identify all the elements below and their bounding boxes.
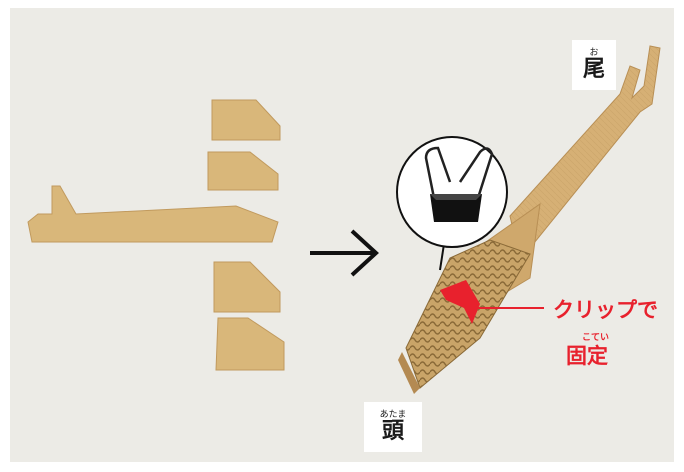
tail-text: 尾 <box>582 57 605 82</box>
leg-piece-4 <box>215 317 285 371</box>
tail-ruby: お <box>589 48 599 58</box>
arrow-right-icon <box>310 229 379 277</box>
leg-piece-2 <box>207 151 279 191</box>
tail-label: お 尾 <box>572 40 616 90</box>
head-text: 頭 <box>381 419 404 444</box>
illustration-stage: お 尾 あたま 頭 クリップで こてい 固定 <box>10 8 674 462</box>
callout-ruby: こてい <box>582 333 610 343</box>
head-label: あたま 頭 <box>364 402 422 452</box>
assembly-illustration <box>27 45 661 394</box>
leg-piece-3 <box>213 261 281 313</box>
leg-piece-1 <box>211 99 281 141</box>
head-ruby: あたま <box>379 410 407 420</box>
body-piece <box>27 185 279 243</box>
callout-clip-text: クリップで <box>553 298 658 322</box>
clip-marker <box>440 280 480 324</box>
callout-fix-text: 固定 <box>566 344 608 368</box>
binder-clip-icon <box>396 136 508 271</box>
